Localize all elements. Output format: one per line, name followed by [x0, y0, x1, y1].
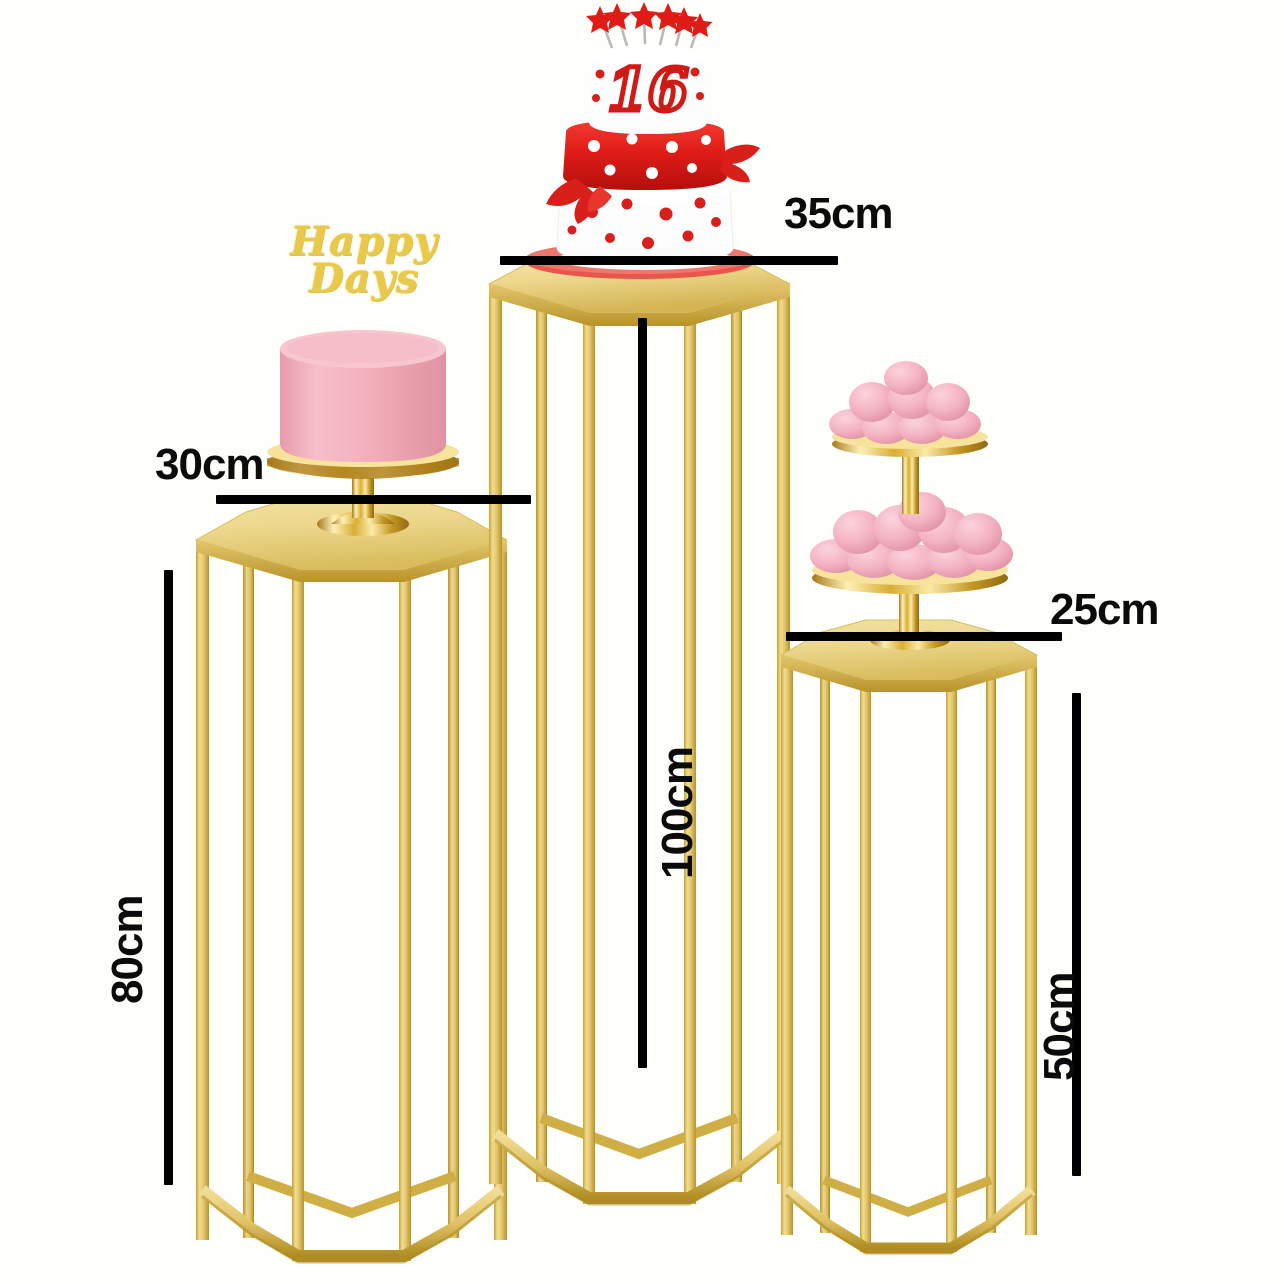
width-label-small-pedestal: 30cm	[155, 440, 265, 489]
height-rule-tall-pedestal	[638, 318, 647, 1068]
height-label-tall-pedestal: 100cm	[653, 746, 702, 879]
macarons-upper	[829, 361, 981, 444]
height-rule-small-pedestal	[164, 570, 173, 1185]
width-rule-short-pedestal	[786, 632, 1062, 641]
pedestal-stand-small	[194, 495, 509, 1264]
pink-cake-on-stand	[267, 330, 459, 536]
birthday-cake-three-tier: 16	[526, 2, 760, 279]
macaron-stand-two-tier	[810, 361, 1013, 650]
width-rule-tall-pedestal	[500, 256, 838, 265]
height-label-short-pedestal: 50cm	[1035, 972, 1084, 1081]
width-rule-small-pedestal	[216, 495, 531, 504]
height-label-small-pedestal: 80cm	[103, 895, 152, 1004]
width-label-short-pedestal: 25cm	[1050, 585, 1160, 634]
height-rule-short-pedestal	[1072, 693, 1081, 1176]
svg-text:16: 16	[608, 56, 689, 124]
cake-topper-happy-days: Happy Days	[290, 218, 438, 302]
width-label-tall-pedestal: 35cm	[784, 189, 894, 238]
